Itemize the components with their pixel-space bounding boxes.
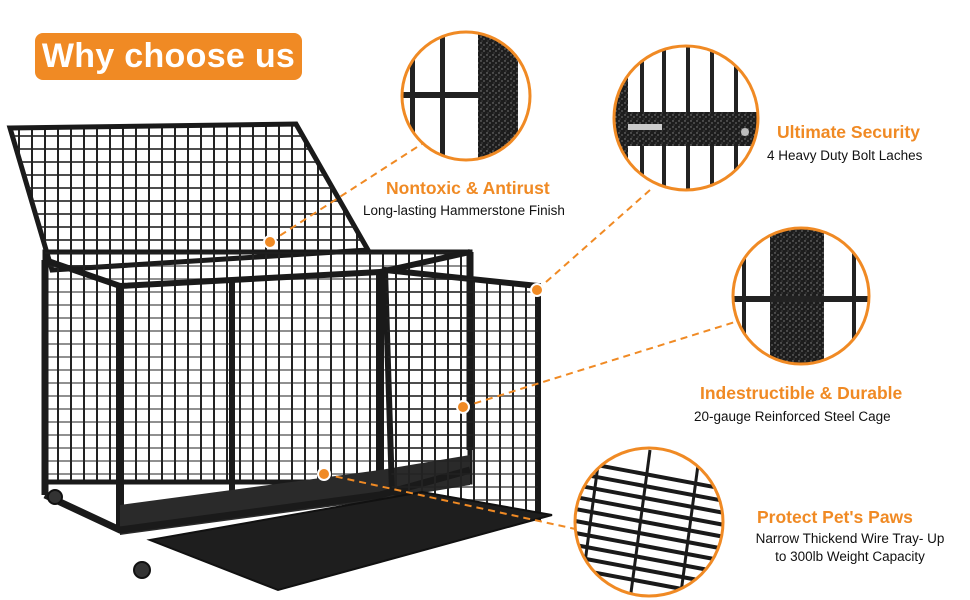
zoom-circle-icon	[731, 226, 871, 366]
zoom-circle-icon	[573, 446, 725, 598]
callout-dot-icon	[530, 283, 544, 297]
callout-dot-icon	[263, 235, 277, 249]
why-choose-us-badge: Why choose us	[35, 33, 302, 80]
floor-tray	[146, 490, 553, 592]
feature-desc-paws: Narrow Thickend Wire Tray- Up to 300lb W…	[734, 530, 966, 566]
feature-desc-nontoxic: Long-lasting Hammerstone Finish	[363, 203, 565, 218]
feature-desc-security: 4 Heavy Duty Bolt Laches	[767, 148, 923, 163]
callout-dot-icon	[456, 400, 470, 414]
callout-lines	[269, 139, 736, 531]
feature-desc-durable: 20-gauge Reinforced Steel Cage	[694, 409, 891, 424]
feature-title-paws: Protect Pet's Paws	[757, 507, 913, 527]
caster-wheels	[47, 489, 151, 579]
callout-dot-icon	[317, 467, 331, 481]
cage-door	[381, 266, 541, 522]
cage-lid	[6, 121, 373, 273]
feature-title-security: Ultimate Security	[777, 122, 920, 142]
feature-title-nontoxic: Nontoxic & Antirust	[386, 178, 550, 198]
zoom-circle-icon	[400, 30, 532, 162]
feature-desc-paws-line1: Narrow Thickend Wire Tray- Up	[755, 531, 945, 546]
feature-desc-paws-line2: to 300lb Weight Capacity	[775, 549, 925, 564]
zoom-circle-icon	[612, 44, 760, 192]
feature-title-durable: Indestructible & Durable	[700, 383, 903, 403]
